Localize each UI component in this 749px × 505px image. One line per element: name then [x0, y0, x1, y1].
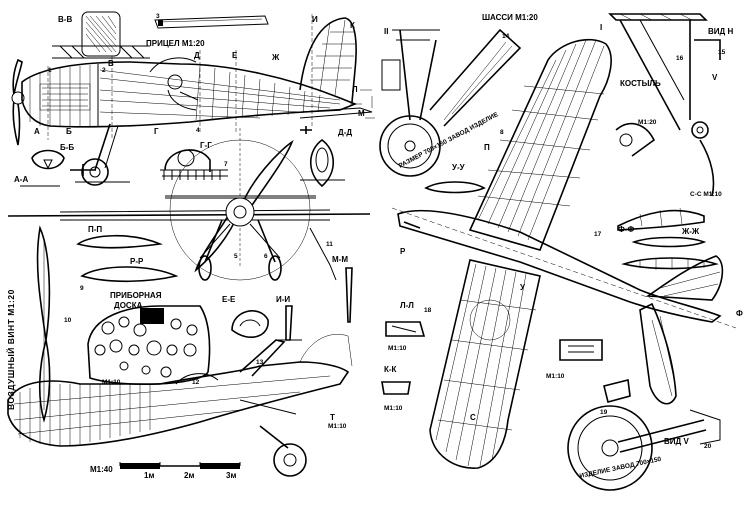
scale-3m: 3м	[226, 471, 236, 480]
t-scale: М1:10	[328, 423, 347, 430]
marker-roman2: II	[384, 27, 388, 36]
marker-u: У	[520, 283, 526, 292]
marker-r: Р	[400, 247, 406, 256]
marker-l: Л	[352, 85, 358, 94]
vid-n-label: ВИД Н	[708, 27, 733, 36]
num-15: 15	[718, 49, 726, 56]
marker-b: Б	[66, 127, 72, 136]
chassis-title: ШАССИ М1:20	[482, 13, 538, 22]
section-label-dd: Д-Д	[338, 128, 352, 137]
scale-2m: 2м	[184, 471, 194, 480]
section-label-yy: У-У	[452, 163, 466, 172]
marker-m: М	[358, 109, 365, 118]
num-9: 9	[80, 285, 84, 292]
marker-five-roman: V	[712, 73, 718, 82]
front-view	[7, 128, 371, 281]
marker-g: Г	[154, 127, 159, 136]
ss-scale: С-С М1:10	[690, 191, 722, 198]
c-scale: М1:10	[546, 373, 565, 380]
marker-a: А	[34, 127, 40, 136]
section-label-ee: Е-Е	[222, 295, 236, 304]
marker-v: В	[108, 59, 114, 68]
plan-view	[391, 38, 737, 469]
num-2: 2	[102, 67, 106, 74]
scale-1m: 1м	[144, 471, 154, 480]
marker-t: Т	[330, 413, 335, 422]
section-gg: Г-Г	[160, 141, 228, 180]
num-3: 3	[156, 13, 160, 20]
pricel-title: ПРИЦЕЛ М1:20	[146, 39, 205, 48]
marker-k: К	[350, 21, 355, 30]
kostyl-title: КОСТЫЛЬ	[620, 79, 661, 88]
section-tt-yy: У-У Л-Л М1:10 К-К М1:10	[381, 163, 486, 412]
scale-main: М1:40	[90, 465, 113, 474]
section-label-rr: Р-Р	[130, 257, 144, 266]
marker-e: Е	[232, 51, 238, 60]
section-label-zhzh: Ж-Ж	[681, 227, 700, 236]
num-19: 19	[600, 409, 608, 416]
num-11: 11	[326, 241, 333, 248]
marker-p: П	[484, 143, 490, 152]
section-label-ll: Л-Л	[400, 301, 414, 310]
num-12: 12	[192, 379, 200, 386]
marker-s: С	[470, 413, 476, 422]
num-5: 5	[234, 253, 238, 260]
propeller-side: ВОЗДУШНЫЙ ВИНТ М1:20	[5, 225, 51, 423]
num-14: 14	[502, 33, 510, 40]
kk-scale: М1:10	[384, 405, 403, 412]
num-6: 6	[264, 253, 268, 260]
marker-i: И	[312, 15, 318, 24]
panel-title-1: ПРИБОРНАЯ	[110, 291, 162, 300]
kostyl-scale: М1:20	[638, 119, 657, 126]
section-label-kk: К-К	[384, 365, 397, 374]
text-labels: ПРИЦЕЛ М1:20 В А Б Г Д Е И Ж К Л М П Р У…	[34, 13, 743, 450]
section-vv-inset: В-В	[52, 11, 150, 59]
panel-title-2: ДОСКА	[114, 301, 143, 310]
section-label-aa: А-А	[14, 175, 28, 184]
num-8: 8	[500, 129, 504, 136]
section-label-ii: И-И	[276, 295, 290, 304]
num-10: 10	[64, 317, 72, 324]
propeller-title: ВОЗДУШНЫЙ ВИНТ М1:20	[5, 289, 16, 410]
section-label-mm: М-М	[332, 255, 348, 264]
num-16: 16	[676, 55, 684, 62]
num-1: 1	[48, 67, 52, 74]
section-label-bb: Б-Б	[60, 143, 74, 152]
num-20: 20	[704, 443, 712, 450]
num-13: 13	[256, 359, 264, 366]
num-17: 17	[594, 231, 602, 238]
section-label-gg: Г-Г	[200, 141, 212, 150]
sections-ee-ii-mm: Е-Е И-И М-М	[222, 255, 353, 341]
vid-v-label: ВИД V	[664, 437, 689, 446]
marker-zh: Ж	[271, 53, 280, 62]
num-4: 4	[196, 127, 200, 134]
section-label-ff: Ф-Ф	[618, 225, 634, 234]
section-label-pp: П-П	[88, 225, 102, 234]
side-view-bottom: М1:40 1м 2м 3м М1:10 Т	[7, 334, 353, 480]
section-dd: Д-Д	[300, 126, 352, 188]
airfoil-profiles: П-П Р-Р	[76, 225, 179, 283]
num-18: 18	[424, 307, 432, 314]
tail-skid-detail: КОСТЫЛЬ ВИД Н М1:20	[608, 13, 733, 197]
marker-d: Д	[194, 51, 200, 60]
right-sections: С-С М1:10 Ф-Ф Ж-Ж	[617, 191, 722, 270]
ll-scale: М1:10	[388, 345, 407, 352]
side-view-top	[11, 14, 375, 186]
marker-f: Ф	[736, 309, 743, 318]
section-aa-bb: А-А Б-Б	[14, 143, 96, 187]
num-7: 7	[224, 161, 228, 168]
section-label-vv: В-В	[58, 15, 72, 24]
panel-scale: М1:10	[102, 379, 121, 386]
marker-roman1: I	[600, 23, 602, 32]
